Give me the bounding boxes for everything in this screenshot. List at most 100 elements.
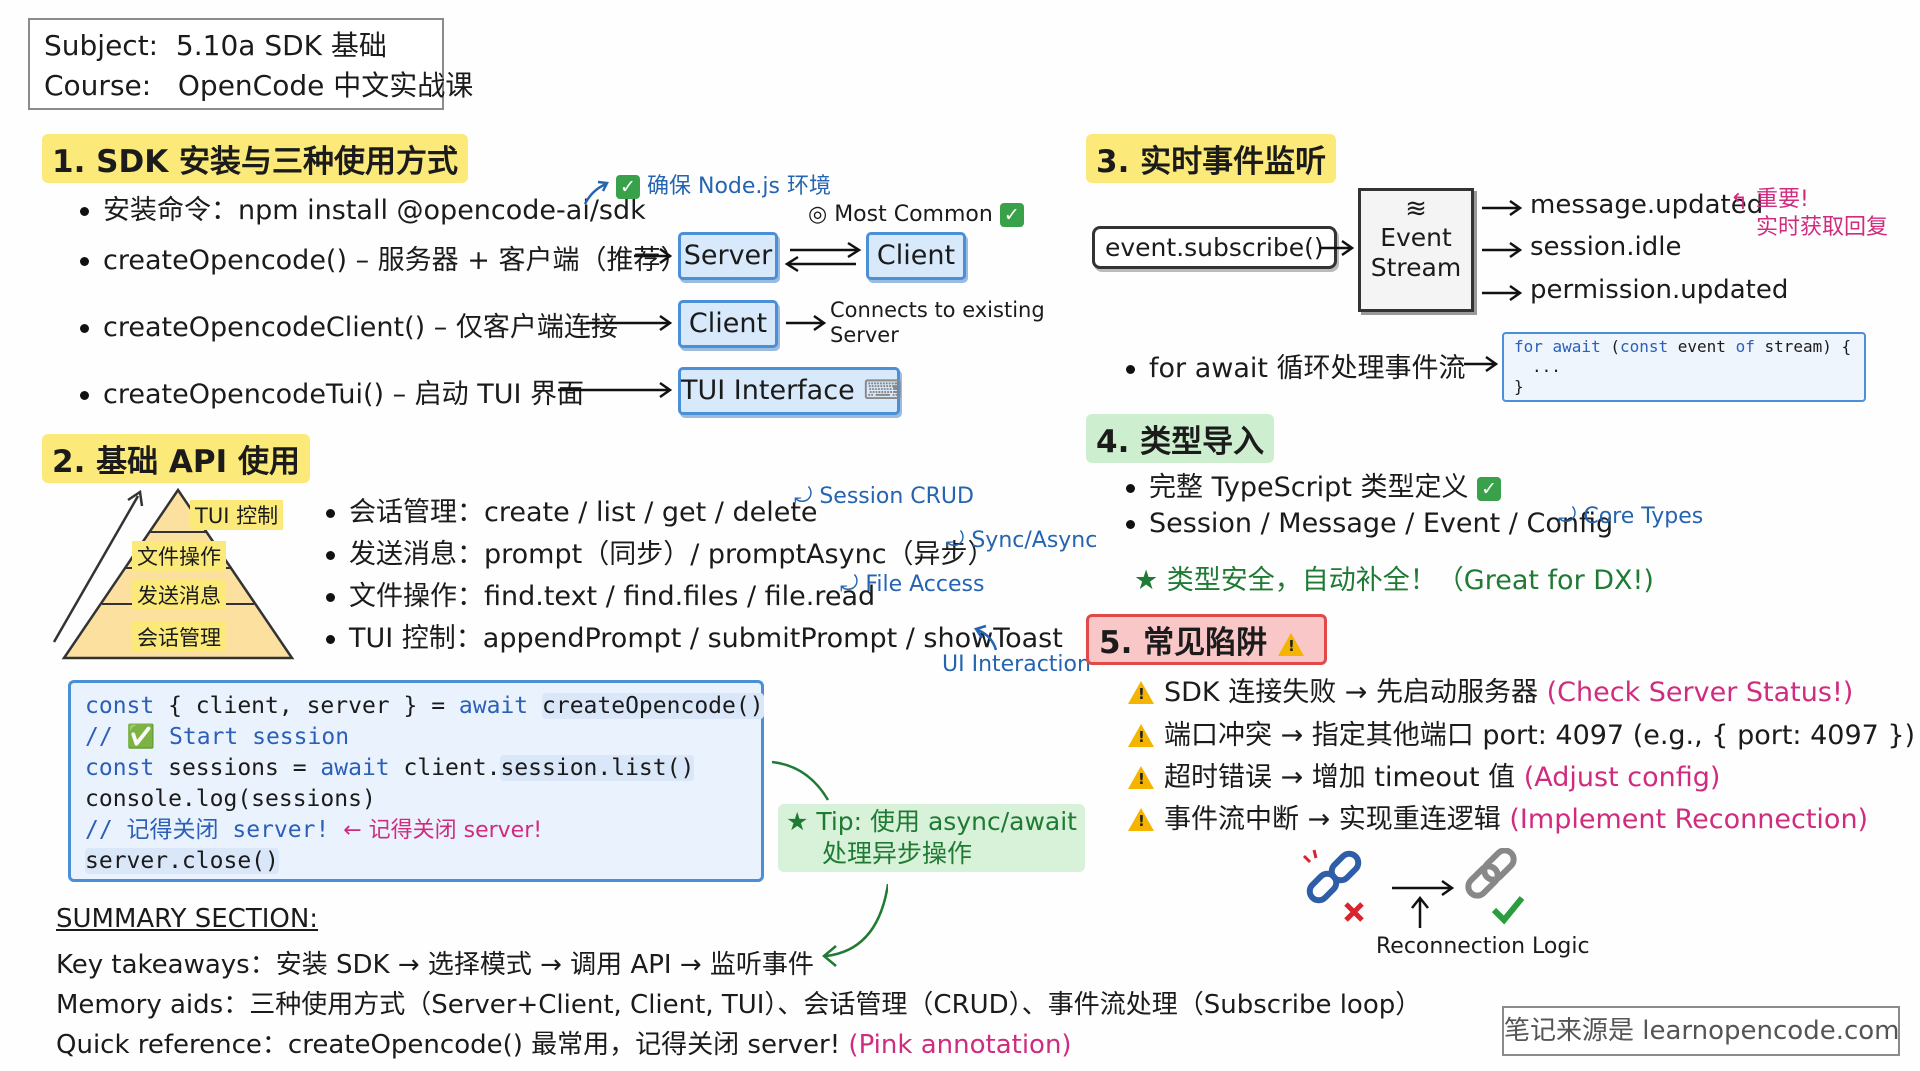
create-arrow [634, 247, 673, 265]
code-kw: await [320, 755, 390, 781]
api-item-tui-text: TUI 控制：appendPrompt / submitPrompt / sho… [349, 623, 1063, 654]
reconnection-label: Reconnection Logic [1376, 934, 1590, 959]
pitfall-3-text: 超时错误 → 增加 timeout 值 [1164, 762, 1516, 793]
tip-line2: 处理异步操作 [822, 839, 973, 868]
section3-title: 3. 实时事件监听 [1086, 134, 1337, 183]
summary-line1: Key takeaways：安装 SDK → 选择模式 → 调用 API → 监… [56, 950, 814, 980]
reconnection-illustration [1302, 848, 1525, 928]
section5-title: 5. 常见陷阱 [1086, 614, 1327, 665]
bidirectional-arrow [784, 241, 862, 273]
create-client-item: createOpencodeClient() – 仅客户端连接 [80, 305, 618, 344]
summary-line3-note: (Pink annotation) [848, 1030, 1072, 1060]
event-permission-updated: permission.updated [1530, 275, 1789, 305]
tip-line1: ★ Tip: 使用 async/await [786, 807, 1077, 836]
api-note-file: ⤾ File Access [840, 572, 985, 597]
event-message-updated: message.updated [1530, 190, 1764, 220]
create-client-arrow [586, 314, 673, 332]
linked-chain-icon [1465, 848, 1525, 925]
code-text: sessions = [154, 755, 321, 781]
tip-connectors [771, 760, 888, 967]
connects-note-line1: Connects to existing [830, 298, 1045, 322]
warning-icon [1128, 766, 1154, 789]
pitfall-1-text: SDK 连接失败 → 先启动服务器 [1164, 677, 1539, 708]
api-item-session-text: 会话管理：create / list / get / delete [349, 497, 818, 528]
tui-interface-text: TUI Interface [681, 375, 855, 406]
code-kw: for await [1514, 337, 1601, 356]
core-types-text: Core Types [1583, 504, 1704, 529]
header-box: Subject: 5.10a SDK 基础 Course: OpenCode 中… [28, 18, 473, 110]
pyramid-tui: TUI 控制 [190, 500, 284, 530]
most-common-label: ◎ Most Common ✓ [808, 202, 1024, 227]
warning-icon [1128, 724, 1154, 747]
pitfall-1: SDK 连接失败 → 先启动服务器 (Check Server Status!) [1128, 670, 1853, 709]
create-tui-item: createOpencodeTui() – 启动 TUI 界面 [80, 372, 584, 411]
api-note-session-text: Session CRUD [819, 484, 974, 509]
api-item-session: 会话管理：create / list / get / delete [326, 490, 818, 529]
important-note: 重要! 实时获取回复 [1756, 186, 1888, 242]
install-arrow [583, 180, 609, 205]
pitfall-2-text: 端口冲突 → 指定其他端口 port: 4097 (e.g., { port: … [1164, 720, 1916, 751]
broken-link-icon [1302, 849, 1364, 922]
check-icon: ✓ [999, 203, 1024, 227]
ui-interaction-arrow [974, 624, 998, 651]
code-kw: const [85, 693, 155, 719]
client-box: Client [866, 232, 966, 280]
subscribe-arrow [1320, 239, 1355, 257]
server-box: Server [678, 232, 778, 280]
pyramid-file: 文件操作 [132, 541, 226, 571]
api-note-session: ⤾ Session CRUD [794, 484, 974, 509]
code-example: const { client, server } = await createO… [68, 680, 764, 882]
pitfall-1-note: (Check Server Status!) [1546, 677, 1854, 708]
install-note: ✓ 确保 Node.js 环境 [616, 168, 831, 200]
important-line2: 实时获取回复 [1756, 215, 1889, 240]
target-icon: ◎ [808, 202, 828, 227]
for-await-arrow [1464, 355, 1499, 373]
code-kw: const [1619, 337, 1669, 356]
api-item-file-text: 文件操作：find.text / find.files / file.read [349, 581, 876, 612]
pitfall-3: 超时错误 → 增加 timeout 值 (Adjust config) [1128, 755, 1720, 794]
api-note-message-text: Sync/Async [971, 528, 1098, 553]
code-text: { client, server } = [154, 693, 459, 719]
tip-box: ★ Tip: 使用 async/await 处理异步操作 [778, 804, 1085, 872]
create-tui-text: createOpencodeTui() – 启动 TUI 界面 [103, 379, 585, 410]
types-item2: Session / Message / Event / Config [1126, 508, 1613, 539]
code-call: createOpencode() [542, 693, 764, 719]
code-comment: // ✅ Start session [85, 724, 350, 750]
types-item2-text: Session / Message / Event / Config [1149, 508, 1614, 539]
summary-line2: Memory aids：三种使用方式（Server+Client, Client… [56, 990, 1422, 1020]
api-item-message-text: 发送消息：prompt（同步）/ promptAsync（异步） [349, 539, 995, 570]
code-comment: // 记得关闭 server! [85, 817, 330, 843]
event-stream-line1: Event [1380, 223, 1452, 252]
pitfall-4-note: (Implement Reconnection) [1509, 804, 1869, 835]
api-note-message: ⤾ Sync/Async [946, 528, 1098, 553]
code-kw: await [458, 693, 529, 719]
subject-label: Subject: [44, 29, 159, 62]
code-call: session.list() [500, 755, 695, 781]
install-item: 安装命令：npm install @opencode-ai/sdk [80, 188, 646, 227]
code-call: server.close() [85, 848, 279, 874]
create-client-text: createOpencodeClient() – 仅客户端连接 [103, 312, 618, 343]
section1-title: 1. SDK 安装与三种使用方式 [42, 134, 469, 183]
connects-note: Connects to existing Server [830, 298, 1045, 348]
summary-line3: Quick reference：createOpencode() 最常用，记得关… [56, 1024, 1072, 1061]
connects-note-line2: Server [830, 323, 899, 347]
connects-arrow [786, 314, 827, 332]
check-icon: ✓ [1477, 476, 1502, 501]
section5-title-text: 5. 常见陷阱 [1099, 625, 1268, 661]
pitfall-3-note: (Adjust config) [1523, 762, 1721, 793]
subject-value: 5.10a SDK 基础 [175, 29, 387, 62]
event-subscribe-box: event.subscribe() [1092, 226, 1337, 269]
pyramid-message: 发送消息 [132, 580, 226, 610]
keyboard-icon: ⌨ [863, 375, 903, 406]
create-item: createOpencode() – 服务器 + 客户端（推荐） [80, 238, 687, 277]
types-star: ★ 类型安全，自动补全！（Great for DX!) [1134, 565, 1654, 596]
code-text: event [1668, 337, 1736, 356]
code-dots: ... [1532, 357, 1561, 376]
code-kw: of [1735, 337, 1755, 356]
section2-title: 2. 基础 API 使用 [42, 434, 310, 483]
create-text: createOpencode() – 服务器 + 客户端（推荐） [103, 245, 688, 276]
event-session-idle: session.idle [1530, 232, 1682, 262]
types-item1-text: 完整 TypeScript 类型定义 [1149, 472, 1469, 503]
important-arrow: ↰ [1730, 190, 1749, 215]
close-server-note: ← 记得关闭 server! [343, 818, 543, 843]
